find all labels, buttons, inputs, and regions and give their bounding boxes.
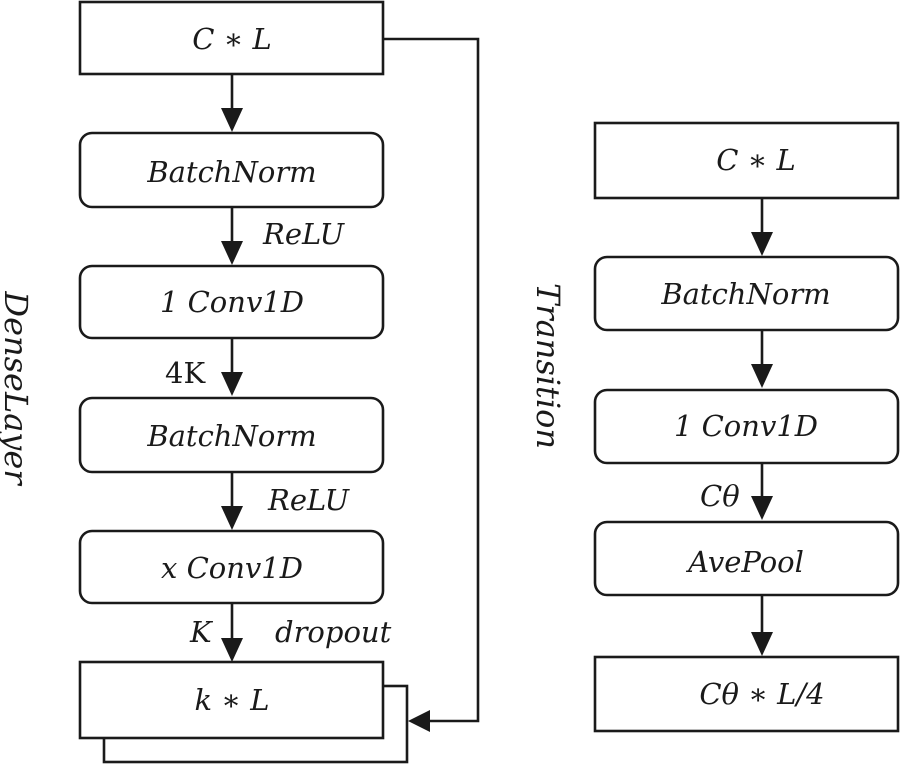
dense-output-label: k ∗ L	[195, 683, 270, 717]
dense-output-box	[78, 660, 385, 740]
transition-input-label: C ∗ L	[716, 143, 796, 177]
transition-conv-label: 1 Conv1D	[674, 409, 818, 443]
transition-block: C ∗ L BatchNorm 1 Conv1D Cθ AvePool Cθ ∗…	[529, 121, 900, 733]
arrow-convx-to-output-head	[221, 638, 243, 662]
skip-connection-line	[383, 37, 480, 723]
channels-4k-label: 4K	[165, 356, 206, 390]
arrow-conv1-to-bn2-head	[221, 372, 243, 396]
transition-pool-box	[593, 520, 900, 597]
dense-batchnorm-2-label: BatchNorm	[146, 419, 316, 453]
arrow-tinput-to-bn-head	[751, 232, 773, 256]
arrow-input-to-bn1-head	[221, 108, 243, 132]
transition-batchnorm-label: BatchNorm	[660, 277, 830, 311]
dense-input-label: C ∗ L	[192, 22, 272, 56]
transition-input-box	[593, 121, 900, 200]
relu-1-label: ReLU	[262, 217, 346, 251]
dropout-label: dropout	[275, 615, 392, 649]
transition-title: Transition	[529, 283, 567, 449]
transition-conv-box	[593, 388, 900, 465]
dense-convx-label: x Conv1D	[161, 551, 303, 585]
dense-input-box	[78, 0, 385, 76]
arrow-tpool-to-output-head	[751, 632, 773, 656]
relu-2-label: ReLU	[267, 483, 351, 517]
arrow-tconv-to-pool-head	[751, 496, 773, 520]
transition-output-box	[593, 655, 900, 733]
transition-pool-label: AvePool	[685, 545, 804, 579]
dense-conv1-label: 1 Conv1D	[160, 285, 304, 319]
transition-batchnorm-box	[593, 255, 900, 332]
transition-output-label: Cθ ∗ L/4	[699, 677, 824, 711]
arrow-bn1-to-conv1-head	[221, 241, 243, 265]
channels-ctheta-label: Cθ	[700, 479, 740, 513]
skip-connection-arrowhead	[408, 710, 430, 732]
dense-layer-title: DenseLayer	[0, 290, 35, 486]
dense-layer-block: C ∗ L BatchNorm ReLU 1 Conv1D 4K BatchNo…	[0, 0, 480, 764]
channels-k-label: K	[189, 615, 214, 649]
arrow-bn2-to-convx-head	[221, 506, 243, 530]
arrow-tbn-to-conv-head	[751, 364, 773, 388]
dense-batchnorm-1-label: BatchNorm	[146, 155, 316, 189]
